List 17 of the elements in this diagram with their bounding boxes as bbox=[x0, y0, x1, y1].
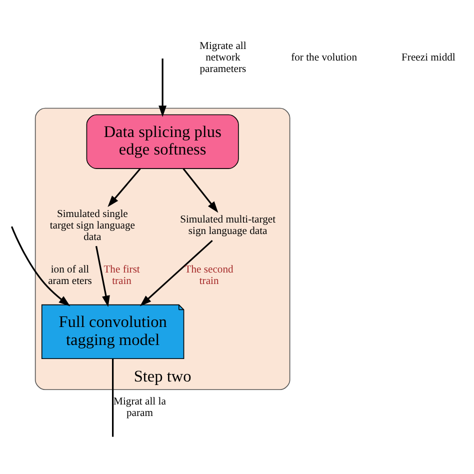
arrow bbox=[182, 168, 218, 212]
label: for the volution bbox=[291, 52, 358, 63]
arrow bbox=[140, 239, 213, 306]
arrow bbox=[95, 245, 110, 307]
arrow bbox=[108, 168, 141, 206]
node-text: Simulated multi-target sign language data bbox=[180, 214, 276, 237]
label: Freezi middl bbox=[402, 52, 456, 63]
node-text: Simulated single target sign language data bbox=[50, 208, 135, 242]
arrow bbox=[10, 226, 70, 306]
arrow bbox=[158, 58, 167, 117]
node-box: Data splicing plus edge softness bbox=[86, 114, 239, 168]
edge-label: ion of all aram eters bbox=[48, 264, 92, 286]
label: Migrate all network parameters bbox=[200, 40, 246, 74]
edge-label: Migrat all la param bbox=[114, 396, 166, 419]
edge-label: The second train bbox=[184, 264, 234, 286]
connector bbox=[112, 358, 114, 436]
edge-label: The first train bbox=[104, 264, 140, 286]
